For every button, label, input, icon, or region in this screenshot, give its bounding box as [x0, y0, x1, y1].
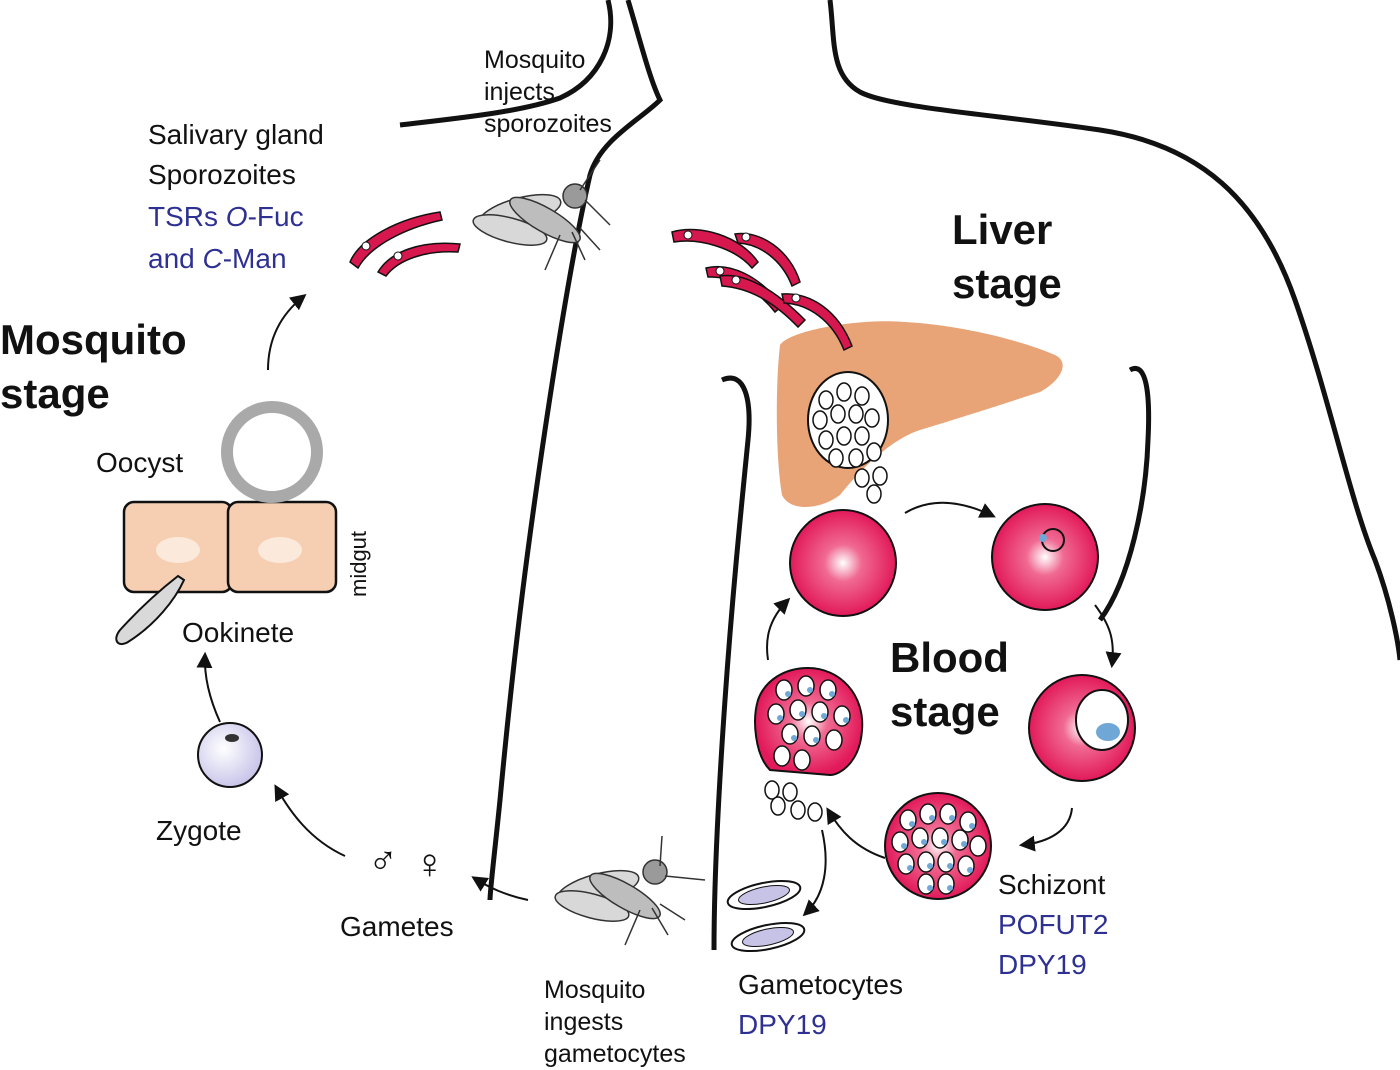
blood-stage-heading: Blood stage [890, 634, 1021, 735]
rbc-ring-stage [991, 503, 1099, 611]
liver-schizont-cluster [807, 371, 889, 504]
ookinete-icon [115, 574, 186, 646]
oocyst-label: Oocyst [96, 447, 183, 478]
gametocytes-enzyme-label: DPY19 [738, 1009, 827, 1040]
human-body-outline [399, 0, 1400, 951]
rbc-schizont [884, 792, 992, 900]
schizont-enzymes-label: POFUT2 DPY19 [998, 909, 1116, 980]
liver-stage-heading: Liver stage [952, 206, 1064, 307]
zygote-icon [197, 722, 263, 788]
rbc-trophozoite [1028, 674, 1136, 782]
salivary-modifications-label: TSRs O-Fuc and C-Man [148, 201, 311, 274]
gametes-label: Gametes [340, 911, 454, 942]
salivary-gland-label: Salivary gland Sporozoites [148, 119, 332, 190]
rbc-uninfected [789, 509, 897, 617]
oocyst-icon [221, 401, 323, 503]
midgut-cells [122, 500, 338, 594]
zygote-label: Zygote [156, 815, 242, 846]
gametocytes-label: Gametocytes [738, 969, 903, 1000]
mosquito-injects-label: Mosquito injects sporozoites [484, 46, 612, 138]
mosquito-ingests-label: Mosquito ingests gametocytes [544, 976, 686, 1068]
rbc-bursting [754, 666, 864, 822]
midgut-label: midgut [346, 531, 371, 597]
gametocytes-icon [726, 879, 806, 953]
schizont-label: Schizont [998, 869, 1106, 900]
cycle-arrows [196, 294, 1122, 917]
mosquito-stage-heading: Mosquito stage [0, 316, 198, 417]
female-gamete-symbol: ♀ [414, 840, 446, 887]
ookinete-label: Ookinete [182, 617, 294, 648]
mosquito-ingesting-icon [554, 835, 706, 946]
mosquito-injecting-icon [472, 159, 611, 271]
liver-sporozoites [671, 228, 853, 352]
male-gamete-symbol: ♂ [368, 839, 398, 883]
